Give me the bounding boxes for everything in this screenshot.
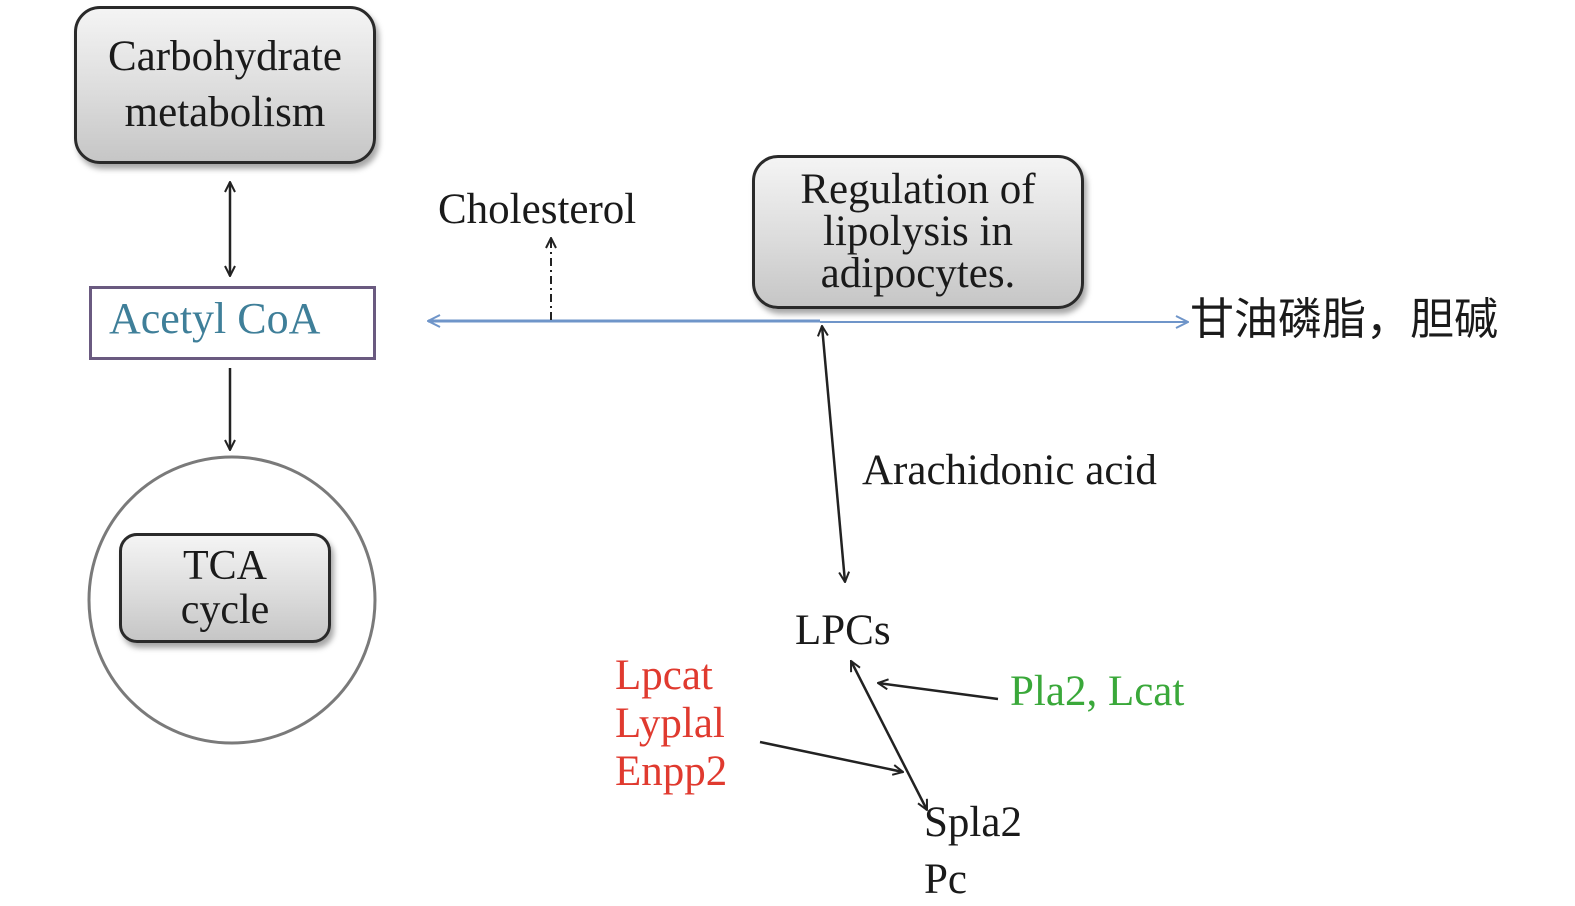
arrow-axis-lpcs: [822, 326, 845, 582]
acetyl-coa-node: Acetyl CoA: [89, 286, 376, 360]
lpcs-label: LPCs: [795, 607, 891, 654]
acetyl-coa-label: Acetyl CoA: [109, 294, 321, 343]
tca-cycle-node: TCA cycle: [119, 533, 331, 643]
green-genes-label: Pla2, Lcat: [1010, 668, 1185, 715]
node-label-line: Carbohydrate: [107, 33, 343, 81]
gene-label: Enpp2: [615, 748, 728, 795]
arrow-lpcs-spla2: [849, 661, 929, 810]
node-label-line: Regulation of: [800, 165, 1036, 213]
red-genes-group: Lpcat Lyplal Enpp2: [615, 652, 727, 796]
cholesterol-label: Cholesterol: [438, 186, 637, 233]
arachidonic-acid-label: Arachidonic acid: [862, 447, 1157, 494]
gene-label: Lpcat: [615, 652, 713, 699]
arrow-red-genes: [759, 740, 903, 772]
node-label-line: lipolysis in: [823, 207, 1013, 255]
arrow-green-genes: [878, 683, 999, 701]
node-label-line: TCA: [183, 542, 267, 589]
gene-label: Lyplal: [615, 700, 725, 747]
pc-label: Pc: [924, 856, 967, 903]
carbohydrate-metabolism-node: Carbohydrate metabolism: [74, 6, 376, 164]
spla2-label: Spla2: [924, 799, 1022, 846]
lipolysis-regulation-node: Regulation of lipolysis in adipocytes.: [752, 155, 1084, 309]
node-label-line: metabolism: [124, 89, 326, 136]
tca-circle: [87, 455, 377, 745]
node-label-line: adipocytes.: [820, 250, 1016, 298]
glycerophospholipid-choline-label: 甘油磷脂，胆碱: [1190, 295, 1498, 344]
node-label-line: cycle: [180, 587, 270, 633]
